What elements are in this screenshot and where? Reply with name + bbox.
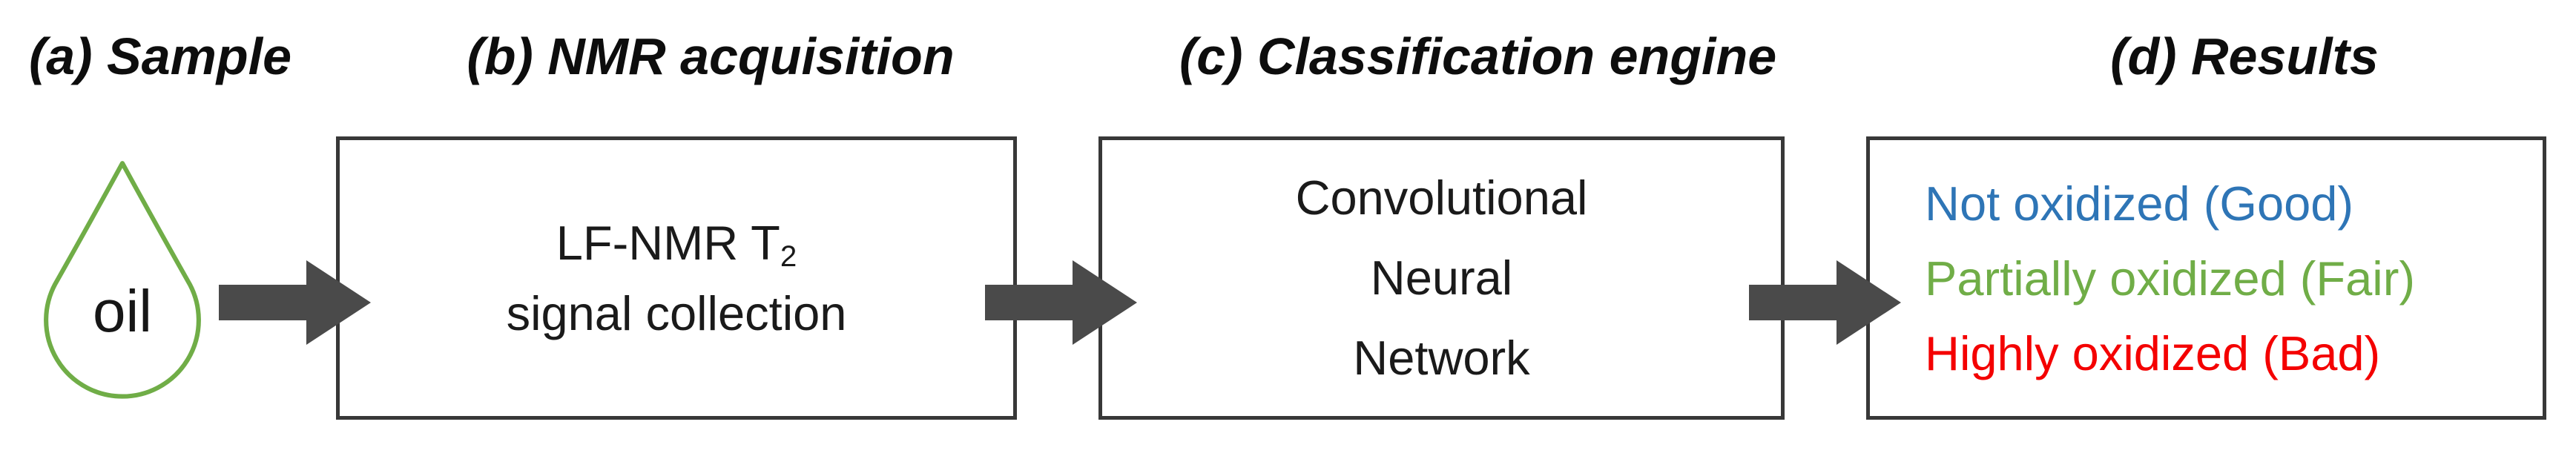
flow-arrow-icon bbox=[985, 260, 1137, 345]
nmr-box-line1-text: LF-NMR T bbox=[556, 216, 780, 270]
cnn-box-line1: Convolutional bbox=[1295, 171, 1588, 225]
stage-label-sample: (a) Sample bbox=[29, 27, 291, 85]
flow-arrow-icon bbox=[219, 260, 371, 345]
cnn-box-line3: Network bbox=[1353, 331, 1530, 385]
nmr-box-line1: LF-NMR T2 bbox=[556, 208, 797, 278]
cnn-box: Convolutional Neural Network bbox=[1098, 136, 1785, 420]
nmr-acquisition-box: LF-NMR T2 signal collection bbox=[336, 136, 1017, 420]
stage-label-nmr-acquisition: (b) NMR acquisition bbox=[467, 27, 955, 85]
stage-label-results: (d) Results bbox=[2110, 27, 2379, 85]
nmr-box-line2: signal collection bbox=[506, 286, 847, 340]
results-box: Not oxidized (Good) Partially oxidized (… bbox=[1866, 136, 2546, 420]
stage-label-classification-engine: (c) Classification engine bbox=[1179, 27, 1777, 85]
oil-droplet: oil bbox=[41, 157, 204, 402]
t2-subscript: 2 bbox=[780, 239, 797, 273]
result-not-oxidized: Not oxidized (Good) bbox=[1925, 176, 2354, 231]
oil-droplet-label: oil bbox=[92, 277, 153, 344]
oil-droplet-icon bbox=[44, 161, 201, 399]
flow-arrow-icon bbox=[1749, 260, 1901, 345]
result-highly-oxidized: Highly oxidized (Bad) bbox=[1925, 326, 2381, 380]
cnn-box-line2: Neural bbox=[1370, 251, 1513, 305]
result-partially-oxidized: Partially oxidized (Fair) bbox=[1925, 251, 2416, 306]
